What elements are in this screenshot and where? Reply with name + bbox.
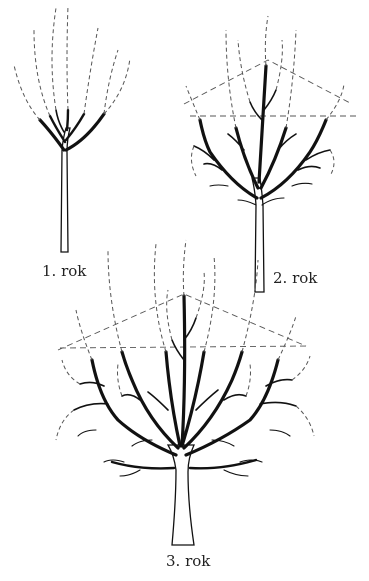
tree-2-branch xyxy=(250,102,262,120)
tree-1-cut-line xyxy=(104,50,118,114)
tree-3-branch xyxy=(196,390,218,410)
tree-1-cut-line xyxy=(84,28,98,114)
tree-2-cut-line xyxy=(330,150,334,176)
tree-3-branch xyxy=(184,352,242,448)
tree-3-branch xyxy=(92,360,176,455)
tree-3-cut-line xyxy=(62,360,80,384)
tree-3-cut-line xyxy=(118,364,123,396)
tree-3-branch xyxy=(74,404,108,410)
tree-1-cut-line xyxy=(14,65,40,120)
tree-3-cut-line xyxy=(246,364,251,396)
tree-2-branch xyxy=(200,120,257,198)
tree-3-trunk xyxy=(168,445,194,545)
tree-2-branch xyxy=(298,166,320,170)
tree-2-branch xyxy=(228,134,244,150)
tree-3-cut-line xyxy=(76,310,92,360)
tree-3-branch xyxy=(148,392,168,410)
tree-year-2 xyxy=(184,16,360,292)
tree-1-cut-line xyxy=(104,58,130,114)
tree-2-cut-line xyxy=(286,30,296,128)
year-1-label: 1. rok xyxy=(42,262,86,280)
tree-3-branch xyxy=(182,296,185,446)
tree-3-branch xyxy=(172,340,184,360)
tree-2-branch xyxy=(292,183,312,186)
tree-1-cut-line xyxy=(52,8,56,110)
tree-2-branch xyxy=(261,120,326,198)
tree-2-branch xyxy=(238,200,256,205)
tree-3-branch xyxy=(190,460,256,468)
tree-2-cut-line xyxy=(265,16,268,66)
year-2-label: 2. rok xyxy=(273,269,317,287)
tree-2-guide-line xyxy=(184,60,352,104)
tree-3-cut-line xyxy=(108,250,122,352)
tree-3-branch xyxy=(224,395,246,400)
tree-3-branch xyxy=(120,470,140,476)
tree-3-branch xyxy=(122,352,178,448)
tree-2-cut-line xyxy=(191,146,196,176)
tree-3-cut-line xyxy=(204,256,215,352)
tree-3-cut-line xyxy=(196,272,204,318)
tree-1-branch xyxy=(67,110,68,130)
tree-2-branch xyxy=(259,66,266,182)
tree-2-branch xyxy=(262,198,284,205)
tree-3-cut-line xyxy=(154,244,166,352)
tree-3-branch xyxy=(166,352,180,446)
tree-3-branch xyxy=(78,430,96,436)
year-3-label: 3. rok xyxy=(166,552,210,570)
tree-3-cut-line xyxy=(296,406,314,436)
tree-1-cut-line xyxy=(67,6,68,110)
tree-2-cut-line xyxy=(238,40,250,102)
tree-3-cut-line xyxy=(56,410,74,440)
tree-2-branch xyxy=(210,185,228,186)
tree-2-cut-line xyxy=(186,86,200,120)
tree-1-cut-line xyxy=(34,30,50,116)
tree-3-branch xyxy=(260,402,296,406)
tree-2-branch xyxy=(236,128,258,188)
tree-3-cut-line xyxy=(167,290,172,340)
tree-3-branch xyxy=(224,470,248,476)
tree-3-branch xyxy=(270,430,290,436)
tree-3-guide-line xyxy=(58,294,306,350)
tree-2-branch xyxy=(261,128,286,188)
tree-3-cut-line xyxy=(183,240,186,296)
tree-2-cut-line xyxy=(326,84,344,120)
tree-3-cut-line xyxy=(292,356,310,380)
tree-3-branch xyxy=(112,462,174,468)
tree-3-cut-line xyxy=(278,316,296,360)
tree-year-1 xyxy=(14,6,130,252)
